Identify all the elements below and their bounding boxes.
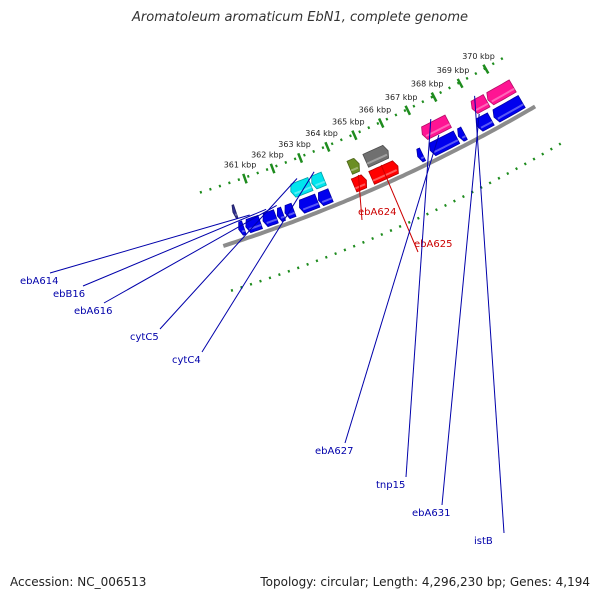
gene-label-ebB16: ebB16 <box>53 289 85 300</box>
gene-highlight <box>372 169 398 182</box>
gene-label-ebA625: ebA625 <box>414 239 452 250</box>
gene-arrow-cytC4 <box>311 171 327 190</box>
gene-arrow-g9 <box>317 188 334 207</box>
gene-highlight <box>480 120 493 129</box>
gene-highlight <box>461 135 467 139</box>
gene-arrow-tnp15 <box>421 114 452 140</box>
gene-highlight <box>266 218 278 224</box>
tick-label: 362 kbp <box>251 151 284 160</box>
gene-highlight <box>420 156 425 160</box>
callout-layer: ebA624 ebA625 ebA614 ebB16 ebA616 cytC5 cytC4 e… <box>20 95 505 547</box>
gene-highlight <box>321 197 333 204</box>
backbone-layer <box>222 104 537 248</box>
gene-highlight <box>433 139 459 153</box>
tick-label: 361 kbp <box>224 160 257 169</box>
tick-mark <box>351 130 358 141</box>
tick-mark <box>242 173 248 184</box>
gene-label-ebA624: ebA624 <box>358 207 396 218</box>
gene-label-ebA631: ebA631 <box>412 508 450 519</box>
gene-highlight <box>350 166 359 172</box>
gene-highlight <box>315 180 326 187</box>
gene-arrow-g14 <box>368 160 399 185</box>
tick-mark <box>482 64 490 75</box>
gene-arrow-ebA625 <box>362 144 390 168</box>
gene-arrow-g22 <box>486 79 517 106</box>
callout-line <box>159 178 298 330</box>
gene-arrow-g15 <box>416 147 427 163</box>
gene-arrow-ebA627 <box>429 130 461 157</box>
callout-line <box>405 118 432 478</box>
callout-line <box>380 164 419 253</box>
genome-backbone <box>222 104 537 248</box>
tick-mark <box>404 105 412 116</box>
gene-label-ebA614: ebA614 <box>20 276 58 287</box>
gene-highlight <box>497 103 524 120</box>
tick-mark <box>269 163 276 174</box>
tick-label: 366 kbp <box>359 105 392 114</box>
gene-arrow-g21 <box>492 94 526 123</box>
outer-tick-ring <box>230 142 562 292</box>
gene-arrow-ebA624 <box>346 157 360 175</box>
gene-arrow-g2 <box>231 204 239 219</box>
gene-arrow-g1 <box>238 220 247 236</box>
callout-line <box>82 208 267 287</box>
gene-label-cytC5: cytC5 <box>130 332 159 343</box>
tick-label: 364 kbp <box>305 129 338 138</box>
gene-arrow-g18 <box>457 126 468 142</box>
tick-mark <box>456 78 464 89</box>
gene-label-ebA627: ebA627 <box>315 446 353 457</box>
gene-highlight <box>366 153 388 165</box>
tick-label: 368 kbp <box>411 80 444 89</box>
gene-highlight <box>280 215 285 219</box>
tick-label: 370 kbp <box>462 52 495 61</box>
tick-label: 363 kbp <box>278 140 311 149</box>
gene-highlight <box>491 87 515 103</box>
tick-mark <box>297 152 304 164</box>
gene-highlight <box>234 213 238 216</box>
callout-line <box>201 171 315 353</box>
tick-label: 367 kbp <box>385 93 418 102</box>
callout-line <box>344 134 440 444</box>
tick-label: 365 kbp <box>332 118 365 127</box>
map-title: Aromatoleum aromaticum EbN1, complete ge… <box>132 10 468 25</box>
topology-text: Topology: circular; Length: 4,296,230 bp… <box>260 575 590 589</box>
callout-line <box>49 214 250 274</box>
gene-arrow-ebA614 <box>245 214 264 234</box>
callout-line <box>103 204 277 304</box>
tick-mark <box>324 141 331 152</box>
callout-line <box>357 174 363 221</box>
gene-label-istB: istB <box>474 536 493 547</box>
callout-line <box>441 113 480 506</box>
callout-line <box>474 95 505 534</box>
gene-label-ebA616: ebA616 <box>74 306 112 317</box>
gene-highlight <box>288 211 295 216</box>
tick-mark <box>377 117 385 129</box>
gene-highlight <box>354 183 366 190</box>
gene-highlight <box>241 229 246 233</box>
gene-label-cytC4: cytC4 <box>172 355 201 366</box>
gene-label-tnp15: tnp15 <box>376 480 405 491</box>
tick-mark <box>430 92 438 103</box>
gene-layer <box>231 79 526 236</box>
tick-label: 369 kbp <box>437 66 470 75</box>
gene-highlight <box>475 102 489 111</box>
gene-highlight <box>302 202 319 211</box>
accession-text: Accession: NC_006513 <box>10 575 147 589</box>
gene-arrow-g7 <box>299 193 321 214</box>
